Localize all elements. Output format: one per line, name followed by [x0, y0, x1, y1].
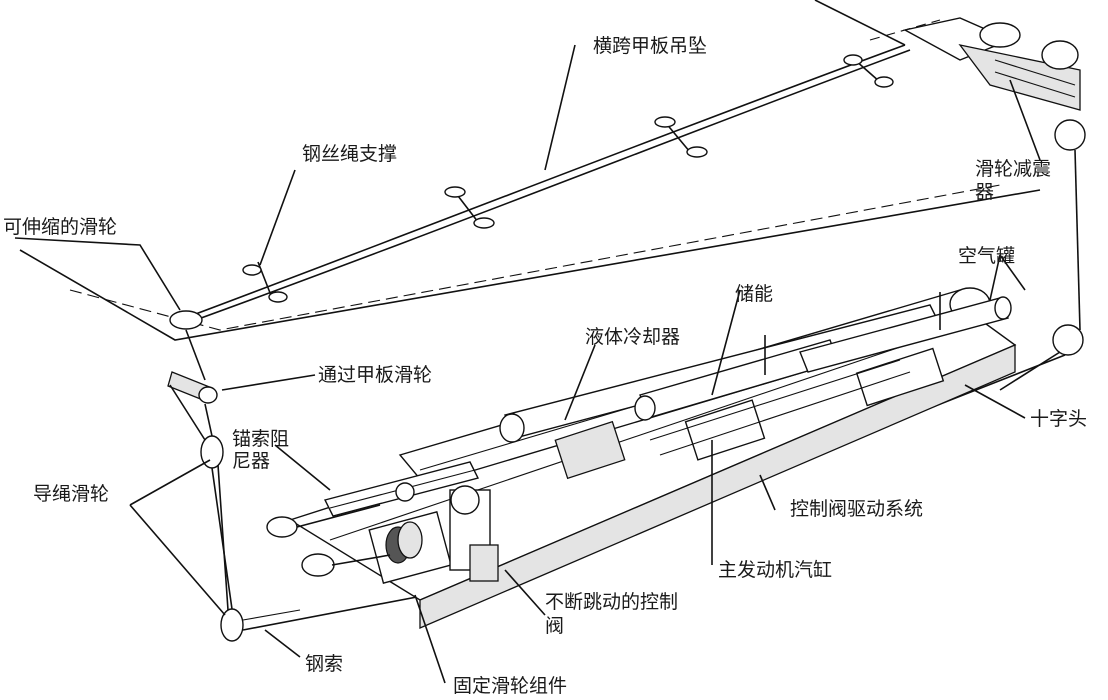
bottom-cable-2 [242, 609, 301, 621]
lead-cable-cross [169, 384, 229, 611]
top-right-line [814, 0, 906, 46]
label-cable-anchor-damper-1: 锚索阻 [232, 428, 289, 450]
label-through-deck-sheave: 通过甲板滑轮 [318, 364, 432, 386]
label-lead-sheave: 导绳滑轮 [33, 483, 109, 505]
deck-left-dashed [69, 184, 1001, 331]
sheave-damper-assembly [903, 17, 1086, 356]
label-sheave-damper-2: 器 [975, 181, 994, 203]
right-return-line [1074, 149, 1081, 331]
label-accumulator: 储能 [735, 283, 773, 305]
deck-left-line [19, 189, 1041, 341]
label-liquid-cooler: 液体冷却器 [585, 326, 680, 348]
wire-rope-support-2 [444, 186, 495, 229]
retractable-sheave-shape [169, 310, 203, 330]
cross-deck-pendant-rope [184, 44, 906, 319]
cross-deck-pendant-rope-2 [189, 49, 911, 323]
main-engine [266, 287, 1017, 629]
label-control-valve-1: 不断跳动的控制 [545, 591, 678, 613]
labels: 横跨甲板吊坠 钢丝绳支撑 可伸缩的滑轮 通过甲板滑轮 锚索阻 尼器 导绳滑轮 钢… [3, 35, 1087, 697]
label-sheave-damper-1: 滑轮减震 [975, 158, 1051, 180]
right-lower-return [999, 351, 1061, 391]
label-retractable-sheave: 可伸缩的滑轮 [3, 216, 117, 238]
wire-rope-support-4 [843, 54, 894, 88]
label-cable: 钢索 [305, 653, 343, 675]
label-fixed-sheave-assembly: 固定滑轮组件 [453, 675, 567, 697]
label-cross-deck-pendant: 横跨甲板吊坠 [593, 35, 707, 57]
label-control-valve-drive: 控制阀驱动系统 [790, 498, 923, 520]
label-air-tank: 空气罐 [958, 245, 1015, 267]
deck-cable-system [19, 0, 1086, 391]
label-wire-rope-support: 钢丝绳支撑 [302, 143, 397, 165]
wire-rope-support-1 [242, 261, 288, 303]
label-crosshead: 十字头 [1030, 408, 1087, 430]
wire-rope-support-3 [654, 116, 708, 158]
leader-lines [14, 44, 1041, 684]
label-cable-anchor-damper-2: 尼器 [232, 450, 270, 472]
label-control-valve-2: 阀 [545, 615, 564, 637]
label-main-engine-cylinder: 主发动机汽缸 [718, 559, 832, 581]
through-deck-sheave [167, 329, 218, 404]
left-cable-run [204, 403, 233, 610]
